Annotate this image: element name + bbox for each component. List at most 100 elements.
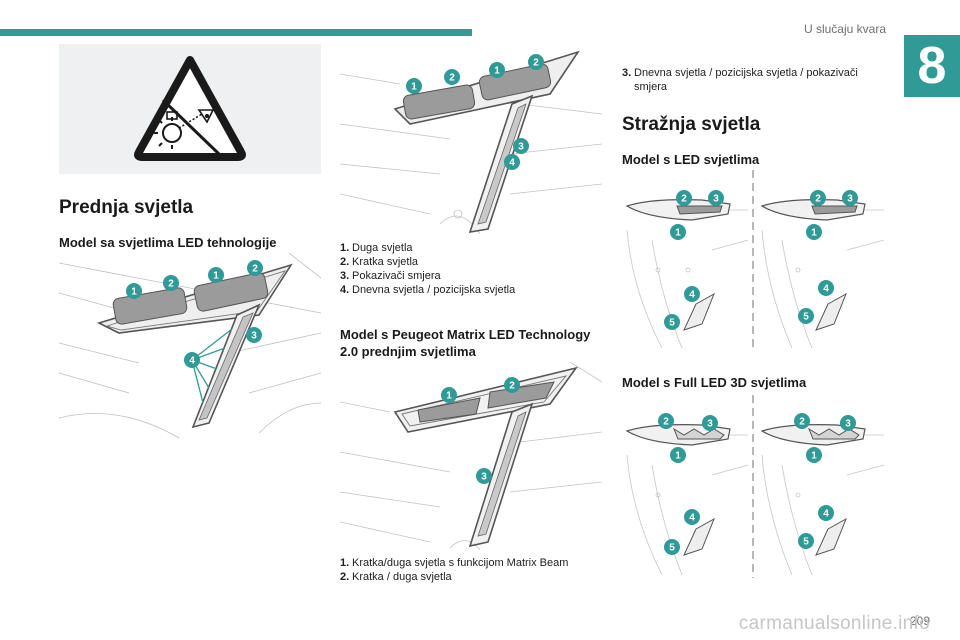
legend-number: 3. [340,270,350,282]
callout-marker [798,533,814,549]
legend-text: Kratka / duga svjetla [352,571,452,583]
legend-item: 3.Pokazivači smjera [340,269,602,283]
legend-item: 2.Kratka svjetla [340,255,602,269]
callout-label: 2 [815,194,821,205]
callout-marker [818,505,834,521]
section-title: U slučaju kvara [803,22,886,36]
callout-label: 3 [847,194,853,205]
rear-lights-heading: Stražnja svjetla [622,114,761,135]
matrix-led-legend: 1.Kratka/duga svjetla s funkcijom Matrix… [340,556,602,584]
callout-label: 1 [811,451,817,462]
callout-label: 1 [213,271,219,282]
callout-label: 1 [494,66,500,77]
callout-marker [441,387,457,403]
matrix-led-headlight-illustration: 1 2 3 [340,362,602,550]
callout-marker [246,327,262,343]
callout-label: 3 [845,419,851,430]
callout-marker [708,190,724,206]
callout-label: 2 [168,279,174,290]
callout-marker [528,54,544,70]
callout-marker [163,275,179,291]
callout-marker [208,267,224,283]
callout-marker [670,224,686,240]
callout-marker [840,415,856,431]
header-accent-bar [0,29,472,36]
callout-marker [658,413,674,429]
callout-label: 1 [675,451,681,462]
rear-led-light-illustration: 2 3 1 4 5 2 3 1 4 5 [622,170,884,350]
callout-label: 4 [823,284,829,295]
legend-text: Dnevna svjetla / pozicijska svjetla [352,284,516,296]
legend-text: Kratka svjetla [352,256,419,268]
legend-number: 4. [340,284,350,296]
callout-label: 3 [713,194,719,205]
callout-marker [794,413,810,429]
callout-marker [806,447,822,463]
rear-led-subheading: Model s LED svjetlima [622,152,760,167]
callout-marker [247,260,263,276]
callout-marker [818,280,834,296]
callout-label: 2 [533,58,539,69]
front-legend-continued: 3.Dnevna svjetla / pozicijska svjetla / … [622,66,862,94]
legend-text: Kratka/duga svjetla s funkcijom Matrix B… [352,557,569,569]
warning-panel [59,44,321,174]
legend-item: 3.Dnevna svjetla / pozicijska svjetla / … [622,66,862,94]
callout-marker [513,138,529,154]
rear-full-led-subheading: Model s Full LED 3D svjetlima [622,375,807,390]
callout-marker [676,190,692,206]
legend-item: 2.Kratka / duga svjetla [340,570,602,584]
callout-label: 4 [689,513,695,524]
legend-text: Pokazivači smjera [352,270,441,282]
callout-label: 3 [251,331,257,342]
callout-marker [664,539,680,555]
callout-label: 5 [669,318,675,329]
rear-full-led-light-illustration: 2 3 1 4 5 2 3 1 4 5 [622,395,884,578]
callout-label: 3 [707,419,713,430]
legend-number: 2. [340,256,350,268]
callout-label: 2 [663,417,669,428]
callout-label: 2 [509,381,515,392]
legend-item: 1.Kratka/duga svjetla s funkcijom Matrix… [340,556,602,570]
legend-item: 1.Duga svjetla [340,241,602,255]
callout-marker [798,308,814,324]
led-model-subheading: Model sa svjetlima LED tehnologije [59,235,277,250]
callout-label: 4 [823,509,829,520]
callout-label: 2 [449,73,455,84]
callout-marker [806,224,822,240]
callout-marker [842,190,858,206]
callout-label: 3 [518,142,524,153]
callout-marker [476,468,492,484]
callout-marker [664,314,680,330]
callout-marker [489,62,505,78]
callout-marker [406,78,422,94]
callout-marker [810,190,826,206]
callout-label: 5 [803,312,809,323]
callout-label: 1 [411,82,417,93]
callout-marker [126,283,142,299]
legend-number: 1. [340,557,350,569]
legend-number: 2. [340,571,350,583]
legend-text: Dnevna svjetla / pozicijska svjetla / po… [634,67,858,93]
callout-marker [702,415,718,431]
callout-marker [184,352,200,368]
front-led-headlight-illustration: 1 2 1 2 3 4 [59,253,321,440]
callout-label: 2 [681,194,687,205]
no-headlight-adjust-warning-icon [134,56,246,161]
callout-marker [504,377,520,393]
callout-label: 2 [799,417,805,428]
callout-label: 1 [675,228,681,239]
callout-marker [504,154,520,170]
front-lights-heading: Prednja svjetla [59,197,194,218]
legend-item: 4.Dnevna svjetla / pozicijska svjetla [340,283,602,297]
callout-label: 3 [481,472,487,483]
callout-label: 4 [689,290,695,301]
callout-label: 1 [131,287,137,298]
matrix-led-subheading: Model s Peugeot Matrix LED Technology 2.… [340,327,591,359]
callout-label: 1 [811,228,817,239]
callout-marker [684,509,700,525]
callout-label: 5 [669,543,675,554]
front-led-legend: 1.Duga svjetla 2.Kratka svjetla 3.Pokazi… [340,241,602,297]
callout-label: 4 [509,158,515,169]
front-led-headlight-detail-illustration: 1 2 1 2 3 4 [340,44,602,234]
callout-marker [684,286,700,302]
